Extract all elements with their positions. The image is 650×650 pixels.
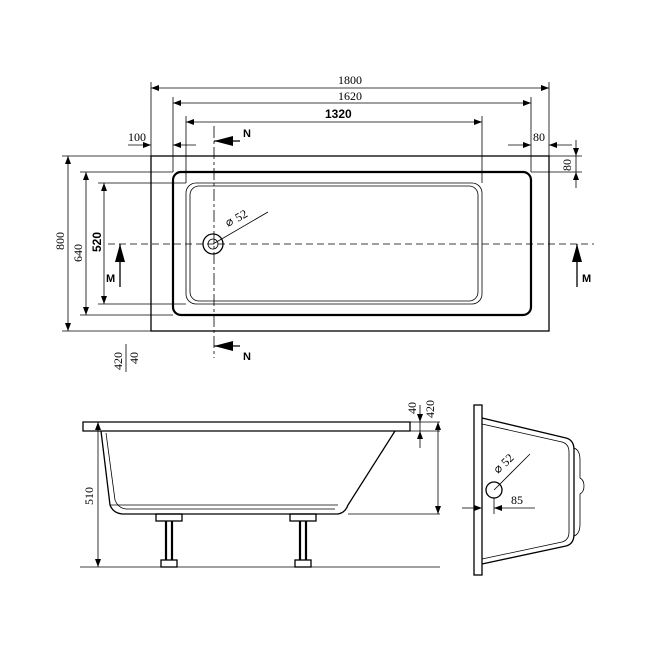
depth-label: 420 [423, 400, 437, 418]
height-label: 510 [82, 487, 96, 505]
dimension-overall-length: 1800 [150, 73, 550, 156]
side-tub-inner-line [105, 432, 335, 510]
dimension-right-rim: 80 [508, 130, 572, 148]
drain-outer-circle [202, 233, 224, 255]
inner-width-label: 640 [71, 244, 85, 262]
left-rim-label: 100 [128, 130, 146, 144]
dimension-bottom-width: 520 [90, 182, 186, 305]
right-rim-vertical-label: 80 [560, 159, 574, 171]
bottom-width-label: 520 [90, 232, 104, 252]
inner-length-label: 1620 [338, 89, 362, 103]
drain-offset-label: 85 [511, 493, 523, 507]
top-view: ⌀ 52 N N M M 1800 1620 [53, 73, 594, 372]
section-label-m-left: M [106, 273, 115, 285]
end-drain-leader [493, 453, 531, 491]
dimension-rim-thickness: 40 [405, 402, 423, 448]
drain-diameter-label: 52 [233, 206, 250, 224]
offset-b-label: 40 [127, 352, 141, 364]
basin-bottom-outline [185, 182, 483, 305]
dimension-overall-width: 800 [53, 155, 151, 332]
rim-thickness-label: 40 [405, 402, 419, 414]
dimension-right-rim-vertical: 80 [531, 140, 582, 188]
basin-bottom-inner [189, 185, 479, 302]
right-rim-label: 80 [533, 130, 545, 144]
side-tub-body [100, 430, 396, 515]
section-label-n-top: N [243, 128, 251, 140]
offset-a-label: 420 [111, 352, 125, 370]
dimension-depth: 420 [423, 400, 441, 514]
section-label-m-right: M [582, 273, 591, 285]
section-label-n-bottom: N [243, 351, 251, 363]
dimension-bottom-length: 1320 [185, 107, 483, 183]
right-leg [289, 513, 317, 568]
end-rim-plate [473, 404, 483, 576]
end-drain-diameter-label: 52 [498, 451, 516, 469]
dimension-inner-length: 1620 [172, 89, 532, 172]
end-tub-bump [573, 447, 585, 537]
drain-leader-line [212, 211, 269, 245]
inner-basin-outline [171, 170, 533, 317]
dimension-height: 510 [82, 422, 101, 567]
drain-inner-circle [207, 238, 219, 250]
bottom-length-label: 1320 [325, 107, 352, 121]
side-rim [82, 421, 411, 432]
end-view: ⌀ 52 85 [462, 404, 585, 576]
dimension-left-rim: 100 [128, 130, 196, 148]
dimension-inner-width: 640 [71, 171, 173, 316]
left-leg [155, 513, 183, 568]
overall-length-label: 1800 [338, 73, 362, 87]
side-view: 510 40 420 [80, 400, 441, 568]
outer-rim-outline [150, 155, 550, 332]
dimension-drain-offset: 85 [462, 493, 535, 514]
end-tub-profile [481, 417, 575, 565]
overall-width-label: 800 [53, 232, 67, 250]
end-tub-inner-line [481, 423, 570, 560]
